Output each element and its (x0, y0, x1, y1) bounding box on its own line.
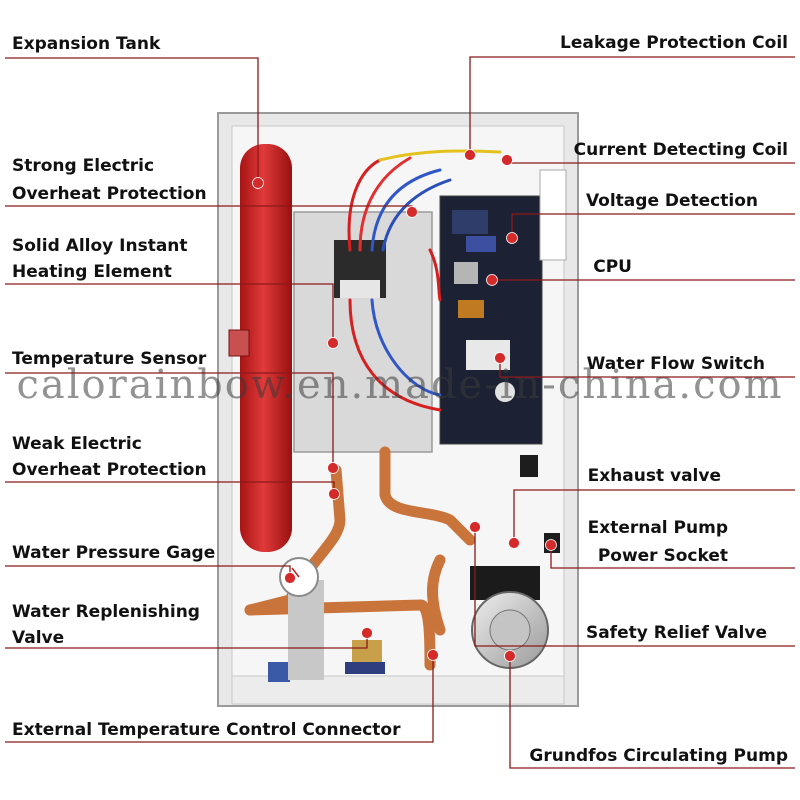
label-external-temp-connector: External Temperature Control Connector (12, 720, 401, 740)
label-expansion-tank: Expansion Tank (12, 34, 161, 54)
label-external-pump-socket-line-2: Power Socket (598, 546, 728, 566)
pressure-gage (279, 557, 324, 680)
control-board (439, 169, 567, 445)
label-weak-electric-overheat-line-2: Overheat Protection (12, 460, 207, 480)
callout-current-detecting-coil: Current Detecting Coil (501, 140, 795, 166)
leader-line-external-pump-socket (550, 545, 795, 569)
marker-dot-current-detecting-coil (501, 154, 513, 166)
marker-dot-temperature-sensor (327, 462, 339, 474)
marker-dot-external-pump-socket (545, 539, 557, 551)
leader-line-leakage-protection-coil (469, 56, 795, 155)
marker-dot-expansion-tank (252, 177, 264, 189)
leader-line-expansion-tank (5, 57, 259, 183)
callout-leakage-protection-coil: Leakage Protection Coil (464, 33, 795, 161)
heating-element-block (293, 211, 433, 453)
label-solid-alloy-heating-line-1: Solid Alloy Instant (12, 236, 188, 256)
label-exhaust-valve: Exhaust valve (588, 466, 721, 486)
marker-dot-water-flow-switch (494, 352, 506, 364)
leader-line-temperature-sensor (5, 372, 334, 468)
leader-line-solid-alloy-heating (5, 283, 334, 343)
marker-dot-solid-alloy-heating (327, 337, 339, 349)
wiring (347, 149, 502, 412)
label-solid-alloy-heating-line-2: Heating Element (12, 262, 172, 282)
callout-safety-relief-valve: Safety Relief Valve (469, 521, 795, 647)
label-water-replenishing-valve-line-2: Valve (12, 628, 64, 648)
label-water-flow-switch: Water Flow Switch (587, 354, 765, 374)
callout-grundfos-pump: Grundfos Circulating Pump (504, 650, 795, 769)
leader-line-external-temp-connector (5, 655, 434, 743)
marker-dot-leakage-protection-coil (464, 149, 476, 161)
callout-expansion-tank: Expansion Tank (5, 34, 264, 189)
callout-external-temp-connector: External Temperature Control Connector (5, 649, 439, 743)
label-voltage-detection: Voltage Detection (586, 191, 758, 211)
label-safety-relief-valve: Safety Relief Valve (586, 623, 767, 643)
callout-voltage-detection: Voltage Detection (506, 191, 795, 244)
label-grundfos-pump: Grundfos Circulating Pump (529, 746, 788, 766)
marker-dot-weak-electric-overheat (328, 488, 340, 500)
label-weak-electric-overheat-line-1: Weak Electric (12, 434, 142, 454)
label-water-replenishing-valve-line-1: Water Replenishing (12, 602, 200, 622)
label-water-pressure-gage: Water Pressure Gage (12, 543, 215, 563)
label-leakage-protection-coil: Leakage Protection Coil (560, 33, 788, 53)
marker-dot-voltage-detection (506, 232, 518, 244)
expansion-tank (228, 144, 292, 552)
marker-dot-strong-electric-overheat (406, 206, 418, 218)
leader-line-water-flow-switch (499, 358, 795, 378)
marker-dot-water-pressure-gage (284, 572, 296, 584)
grundfos-pump (470, 566, 549, 669)
watermark: calorainbow.en.made-in-china.com (16, 362, 783, 408)
callout-temperature-sensor: Temperature Sensor (5, 349, 339, 474)
callout-cpu: CPU (486, 257, 795, 286)
callout-water-flow-switch: Water Flow Switch (494, 352, 795, 378)
label-external-pump-socket-line-1: External Pump (588, 518, 728, 538)
leader-line-voltage-detection (511, 213, 795, 238)
marker-dot-grundfos-pump (504, 650, 516, 662)
label-strong-electric-overheat-line-2: Overheat Protection (12, 184, 207, 204)
leader-line-safety-relief-valve (474, 527, 795, 647)
marker-dot-safety-relief-valve (469, 521, 481, 533)
cabinet-badge-icon (268, 662, 290, 682)
label-cpu: CPU (593, 257, 632, 277)
callout-water-pressure-gage: Water Pressure Gage (5, 543, 296, 584)
marker-dot-external-temp-connector (427, 649, 439, 661)
label-strong-electric-overheat-line-1: Strong Electric (12, 156, 154, 176)
label-temperature-sensor: Temperature Sensor (12, 349, 207, 369)
label-current-detecting-coil: Current Detecting Coil (574, 140, 788, 160)
leader-line-exhaust-valve (513, 489, 795, 543)
marker-dot-exhaust-valve (508, 537, 520, 549)
marker-dot-water-replenishing-valve (361, 627, 373, 639)
exhaust-valve-part (520, 455, 538, 477)
callout-exhaust-valve: Exhaust valve (508, 466, 795, 549)
marker-dot-cpu (486, 274, 498, 286)
leader-line-grundfos-pump (509, 656, 795, 769)
